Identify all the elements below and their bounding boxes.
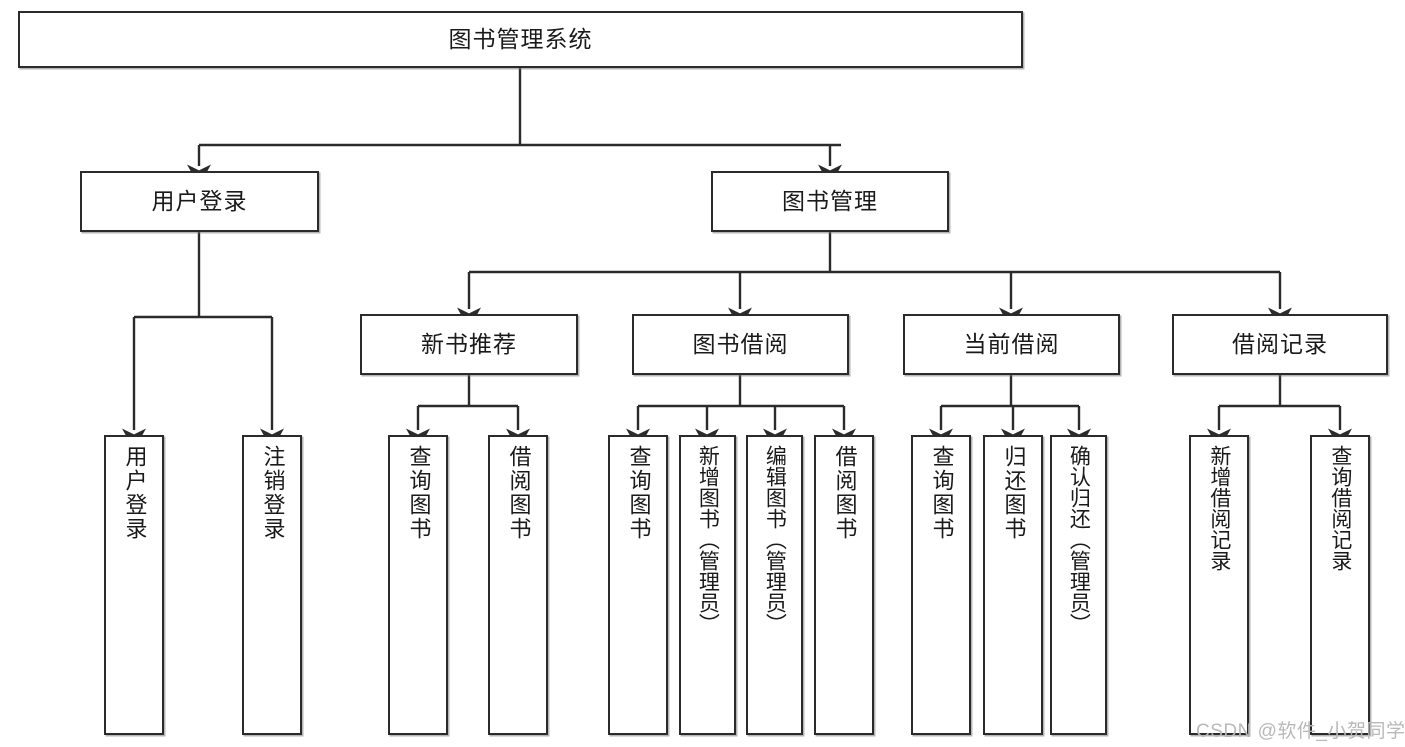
node-borrow-record[interactable]: 借阅记录 (1172, 314, 1388, 375)
leaf-confirm-return-admin-label: 确认归还（管理员） (1067, 445, 1091, 634)
leaf-query-book-borrow[interactable]: 查询图书 (608, 435, 668, 735)
node-book-management[interactable]: 图书管理 (711, 171, 949, 232)
node-book-management-label: 图书管理 (782, 187, 878, 214)
leaf-logout[interactable]: 注销登录 (242, 435, 302, 735)
leaf-borrow-book-newbook-label: 借阅图书 (506, 445, 532, 541)
leaf-user-login-label: 用户登录 (122, 445, 148, 541)
leaf-edit-book-admin-label: 编辑图书（管理员） (763, 445, 787, 634)
leaf-query-book-borrow-label: 查询图书 (626, 445, 652, 541)
leaf-return-book[interactable]: 归还图书 (983, 435, 1043, 735)
leaf-query-borrow-record[interactable]: 查询借阅记录 (1310, 435, 1370, 735)
watermark: CSDN @软件_小贺同学 (1196, 716, 1405, 743)
node-new-book-recommend[interactable]: 新书推荐 (360, 314, 578, 375)
leaf-query-book-current[interactable]: 查询图书 (911, 435, 971, 735)
node-current-borrow-label: 当前借阅 (963, 330, 1060, 357)
leaf-add-book-admin-label: 新增图书（管理员） (696, 445, 720, 634)
node-current-borrow[interactable]: 当前借阅 (903, 314, 1120, 375)
leaf-query-book-newbook[interactable]: 查询图书 (388, 435, 448, 735)
watermark-text: CSDN @软件_小贺同学 (1196, 721, 1405, 742)
leaf-edit-book-admin[interactable]: 编辑图书（管理员） (746, 435, 803, 735)
node-root-label: 图书管理系统 (448, 25, 593, 52)
node-book-borrow-label: 图书借阅 (692, 330, 789, 357)
leaf-lend-book[interactable]: 借阅图书 (814, 435, 874, 735)
leaf-borrow-book-newbook[interactable]: 借阅图书 (488, 435, 548, 735)
node-root[interactable]: 图书管理系统 (18, 11, 1023, 68)
node-user-login[interactable]: 用户登录 (80, 171, 319, 232)
node-new-book-recommend-label: 新书推荐 (421, 330, 517, 357)
leaf-query-book-current-label: 查询图书 (929, 445, 955, 541)
leaf-lend-book-label: 借阅图书 (832, 445, 858, 541)
leaf-query-book-newbook-label: 查询图书 (406, 445, 432, 541)
leaf-add-book-admin[interactable]: 新增图书（管理员） (679, 435, 736, 735)
node-book-borrow[interactable]: 图书借阅 (632, 314, 849, 375)
node-borrow-record-label: 借阅记录 (1232, 330, 1328, 357)
leaf-query-borrow-record-label: 查询借阅记录 (1328, 445, 1352, 571)
node-user-login-label: 用户登录 (151, 187, 248, 214)
leaf-return-book-label: 归还图书 (1001, 445, 1027, 541)
leaf-logout-label: 注销登录 (260, 445, 286, 541)
leaf-add-borrow-record-label: 新增借阅记录 (1207, 445, 1231, 571)
leaf-add-borrow-record[interactable]: 新增借阅记录 (1189, 435, 1249, 735)
leaf-confirm-return-admin[interactable]: 确认归还（管理员） (1050, 435, 1107, 735)
leaf-user-login[interactable]: 用户登录 (104, 435, 164, 735)
